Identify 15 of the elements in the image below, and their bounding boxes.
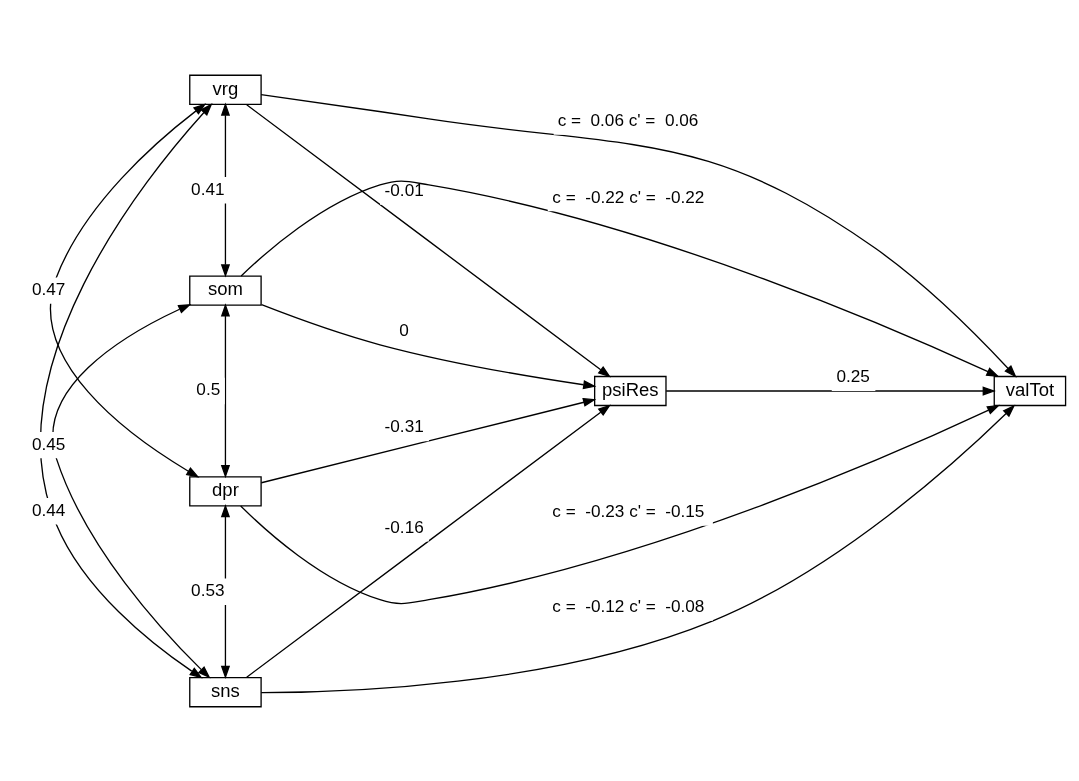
- edge-label: 0: [399, 319, 409, 340]
- edge-label: 0.47: [31, 278, 66, 299]
- edge-label: -0.16: [384, 516, 424, 537]
- edge-label: 0.41: [191, 178, 225, 199]
- edge-label: -0.01: [384, 179, 424, 200]
- edge-label: 0.53: [191, 579, 225, 600]
- edge-label: 0.25: [836, 365, 870, 386]
- edge-label: -0.31: [384, 415, 424, 436]
- edge-label: c = -0.12 c' = -0.08: [552, 595, 705, 616]
- edge-label: c = 0.06 c' = 0.06: [557, 109, 699, 130]
- edge-label: 0.45: [31, 433, 66, 454]
- edge-label: 0.44: [31, 499, 66, 520]
- edge-label: c = -0.22 c' = -0.22: [552, 186, 705, 207]
- edge-label: c = -0.23 c' = -0.15: [552, 500, 705, 521]
- edge-label: 0.5: [196, 378, 221, 399]
